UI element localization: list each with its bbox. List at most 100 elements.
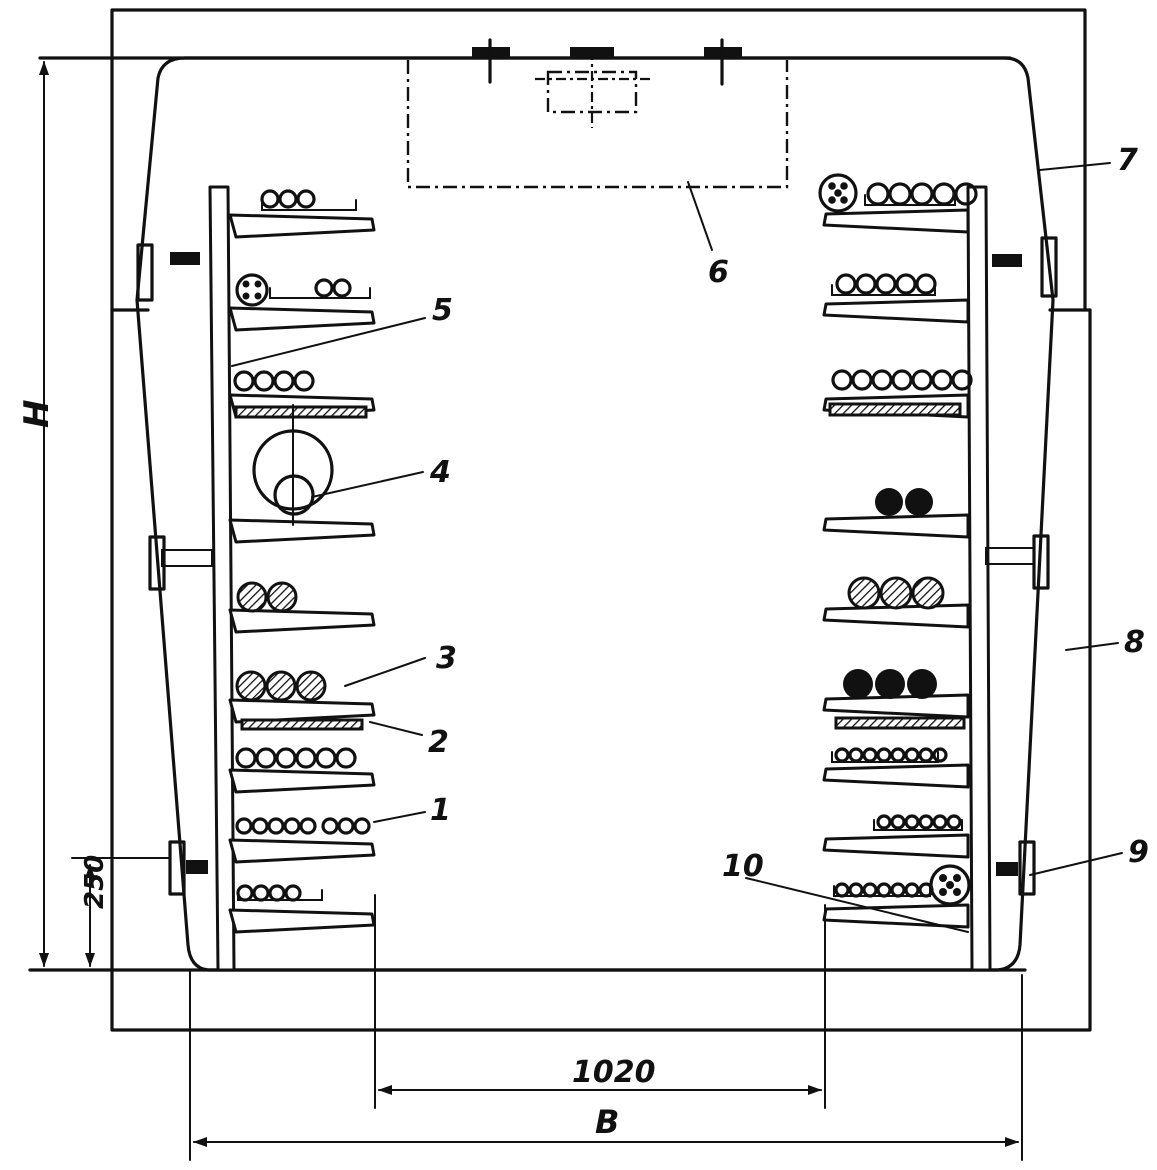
right-shelf-bracket — [822, 298, 970, 324]
left-shelf-bracket — [228, 768, 376, 794]
cable-bundle-core — [828, 196, 836, 204]
dimension-width: B — [595, 1103, 619, 1141]
left-shelf-bracket — [228, 608, 376, 634]
item-labels: 1 2 3 4 5 6 7 8 9 10 H 250 1020 B — [17, 143, 1149, 1141]
right-shelf-bracket — [822, 513, 970, 539]
signal-cable — [233, 370, 255, 392]
power-cable — [843, 669, 873, 699]
label-8: 8 — [1124, 625, 1145, 660]
dimension-height: H — [17, 400, 57, 428]
cable-bundle-core — [242, 292, 250, 300]
label-2: 2 — [428, 725, 449, 760]
cable-tray — [831, 751, 939, 763]
signal-cable — [332, 278, 352, 298]
cable-bundle-core — [953, 874, 961, 882]
signal-cable — [890, 747, 906, 763]
signal-cable — [932, 814, 948, 830]
signal-cable — [296, 189, 316, 209]
cable-tray — [873, 819, 963, 831]
cable-bundle-core — [254, 280, 262, 288]
right-rack — [822, 185, 1058, 972]
left-shelf-set — [228, 213, 376, 934]
signal-cable — [890, 814, 906, 830]
cable-tray-flat — [234, 405, 368, 419]
label-6: 6 — [708, 255, 729, 290]
signal-cable — [931, 369, 953, 391]
signal-cable — [834, 882, 850, 898]
cable-tray-flat — [240, 718, 364, 731]
signal-cable — [904, 882, 920, 898]
label-5: 5 — [432, 293, 453, 328]
left-shelf-bracket — [228, 698, 376, 724]
cable-tray — [864, 194, 956, 206]
signal-cable — [895, 273, 917, 295]
signal-cable — [951, 369, 973, 391]
dimension-bottom-offset: 250 — [80, 855, 110, 909]
cable-tray-flat — [828, 402, 962, 417]
signal-cable — [946, 814, 962, 830]
cable-tray — [833, 885, 931, 897]
power-cable — [905, 488, 933, 516]
cable-bundle-core — [840, 182, 848, 190]
signal-cable — [932, 182, 956, 206]
cable-bundle-core — [834, 189, 842, 197]
dimension-passage-width: 1020 — [572, 1055, 656, 1090]
signal-cable — [910, 182, 934, 206]
signal-cable — [862, 882, 878, 898]
cable-tray — [831, 284, 936, 296]
signal-cable — [273, 370, 295, 392]
signal-cable — [866, 182, 890, 206]
label-10: 10 — [722, 849, 764, 884]
cable-bundle-core — [242, 280, 250, 288]
cable-bundle — [235, 273, 269, 307]
signal-cable — [235, 817, 253, 835]
right-shelf-bracket — [822, 903, 970, 929]
label-7: 7 — [1117, 143, 1138, 178]
signal-cable — [260, 189, 280, 209]
signal-cable — [251, 817, 269, 835]
signal-cable — [954, 182, 978, 206]
signal-cable — [862, 747, 878, 763]
signal-cable — [299, 817, 317, 835]
signal-cable — [295, 747, 317, 769]
clearance-outline — [110, 8, 1092, 1032]
label-9: 9 — [1128, 835, 1149, 870]
dimension-lines — [39, 61, 1023, 1161]
cable-bundle — [929, 864, 971, 906]
cable-bundle-core — [939, 874, 947, 882]
signal-cable — [891, 369, 913, 391]
signal-cable — [876, 747, 892, 763]
signal-cable — [835, 273, 857, 295]
signal-cable — [911, 369, 933, 391]
signal-cable — [314, 278, 334, 298]
signal-cable — [876, 882, 892, 898]
roof-brackets — [472, 38, 742, 86]
cable-tray — [269, 287, 371, 299]
right-cables — [818, 173, 978, 906]
signal-cable — [275, 747, 297, 769]
cable-bundle-core — [828, 182, 836, 190]
signal-cable — [848, 882, 864, 898]
cable-drum — [252, 404, 334, 526]
signal-cable — [831, 369, 853, 391]
right-shelf-bracket — [822, 208, 970, 234]
right-shelf-bracket — [822, 603, 970, 629]
signal-cable — [875, 273, 897, 295]
cable-bundle — [818, 173, 858, 213]
label-1: 1 — [430, 793, 451, 828]
signal-cable — [268, 884, 286, 902]
signal-cable — [278, 189, 298, 209]
signal-cable — [253, 370, 275, 392]
signal-cable — [236, 884, 254, 902]
cable-bundle-core — [254, 292, 262, 300]
signal-cable — [335, 747, 357, 769]
signal-cable — [848, 747, 864, 763]
left-rack — [136, 185, 376, 972]
signal-cable — [851, 369, 873, 391]
left-shelf-bracket — [228, 838, 376, 864]
signal-cable — [904, 814, 920, 830]
right-shelf-bracket — [822, 833, 970, 859]
power-cable — [235, 670, 267, 702]
signal-cable — [876, 814, 892, 830]
power-cable — [911, 576, 945, 610]
